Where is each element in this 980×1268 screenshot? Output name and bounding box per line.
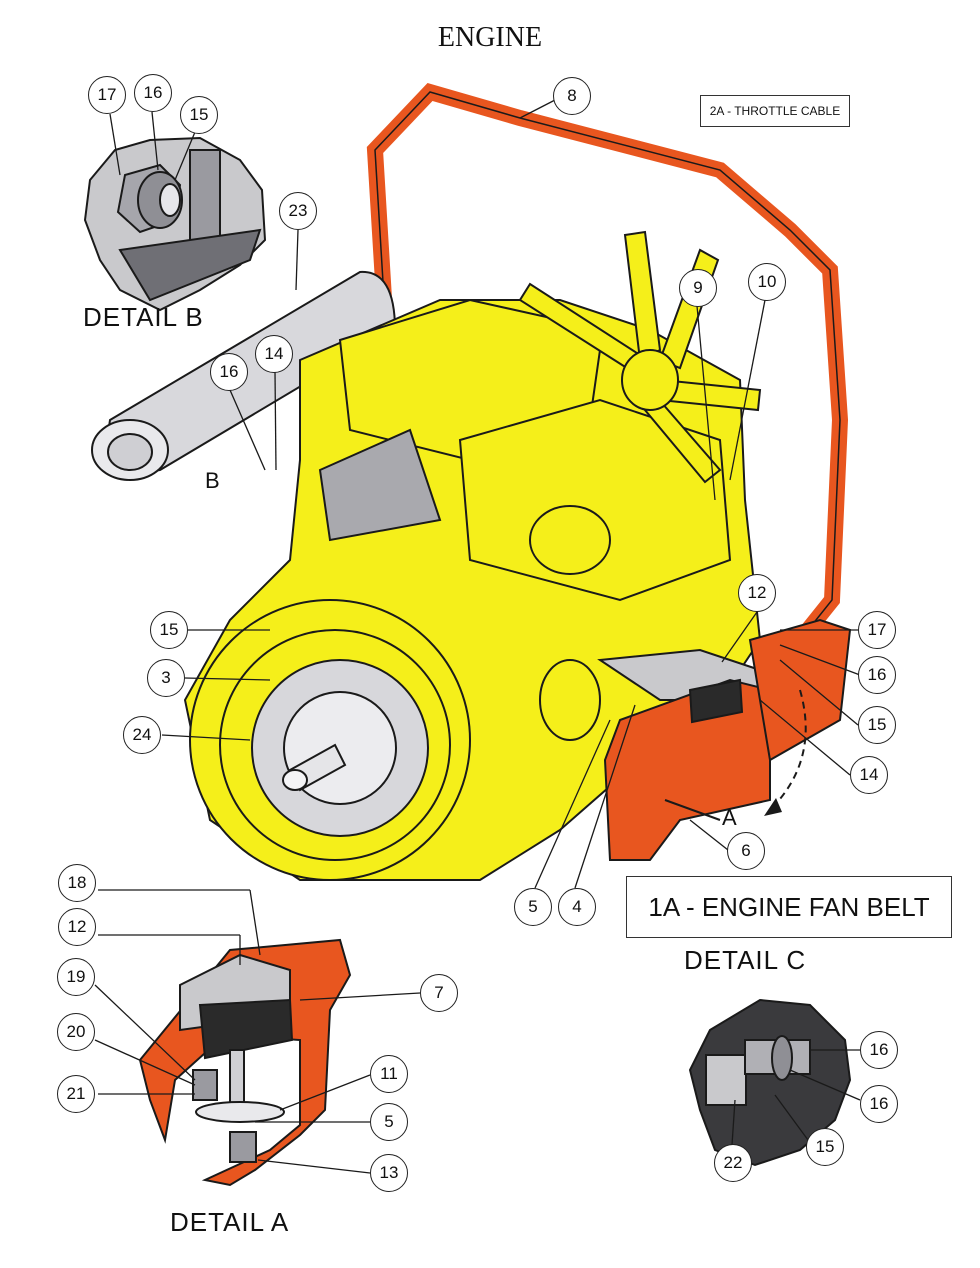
callout-6: 6 [727,832,765,870]
detail-a-illustration [138,938,352,1187]
callout-8: 8 [553,77,591,115]
throttle-cable-reference: 2A - THROTTLE CABLE [700,95,850,127]
detail-b-callout-15: 15 [180,96,218,134]
fan-belt-reference: 1A - ENGINE FAN BELT [626,876,952,938]
detail-a-callout-20: 20 [57,1013,95,1051]
detail-b-illustration [83,136,267,312]
engine-lift-frame [366,82,849,645]
detail-b-label: DETAIL B [83,302,204,332]
detail-c-callout-16-upper: 16 [860,1031,898,1069]
detail-c-illustration [688,998,852,1167]
callout-4: 4 [558,888,596,926]
callout-3: 3 [147,659,185,697]
detail-a-callout-18: 18 [58,864,96,902]
detail-a-callout-5: 5 [370,1103,408,1141]
callout-23: 23 [279,192,317,230]
callout-15-mount: 15 [858,706,896,744]
flywheel-housing [189,599,471,881]
detail-b-view-marker: B [205,468,221,493]
callout-14-mount: 14 [850,756,888,794]
detail-a-callout-19: 19 [57,958,95,996]
callout-24: 24 [123,716,161,754]
detail-c-callout-16-lower: 16 [860,1085,898,1123]
detail-a-callout-7: 7 [420,974,458,1012]
leader-lines [94,99,861,1174]
callout-12: 12 [738,574,776,612]
callout-16: 16 [210,353,248,391]
page-title: ENGINE [437,22,543,53]
callout-15: 15 [150,611,188,649]
callout-10: 10 [748,263,786,301]
detail-c-label: DETAIL C [684,945,807,975]
detail-b-callout-17: 17 [88,76,126,114]
detail-a-callout-11: 11 [370,1055,408,1093]
detail-a-callout-21: 21 [57,1075,95,1113]
detail-b-callout-16: 16 [134,74,172,112]
detail-a-view-marker: A [722,805,738,830]
detail-c-view-arrow [769,689,807,811]
muffler [91,270,397,481]
detail-a-callout-13: 13 [370,1154,408,1192]
detail-a-callout-12: 12 [58,908,96,946]
callout-14: 14 [255,335,293,373]
callout-9: 9 [679,269,717,307]
callout-16-mount: 16 [858,656,896,694]
detail-a-label: DETAIL A [170,1207,290,1237]
callout-5: 5 [514,888,552,926]
detail-c-callout-22: 22 [714,1144,752,1182]
detail-c-callout-15: 15 [806,1128,844,1166]
callout-17: 17 [858,611,896,649]
